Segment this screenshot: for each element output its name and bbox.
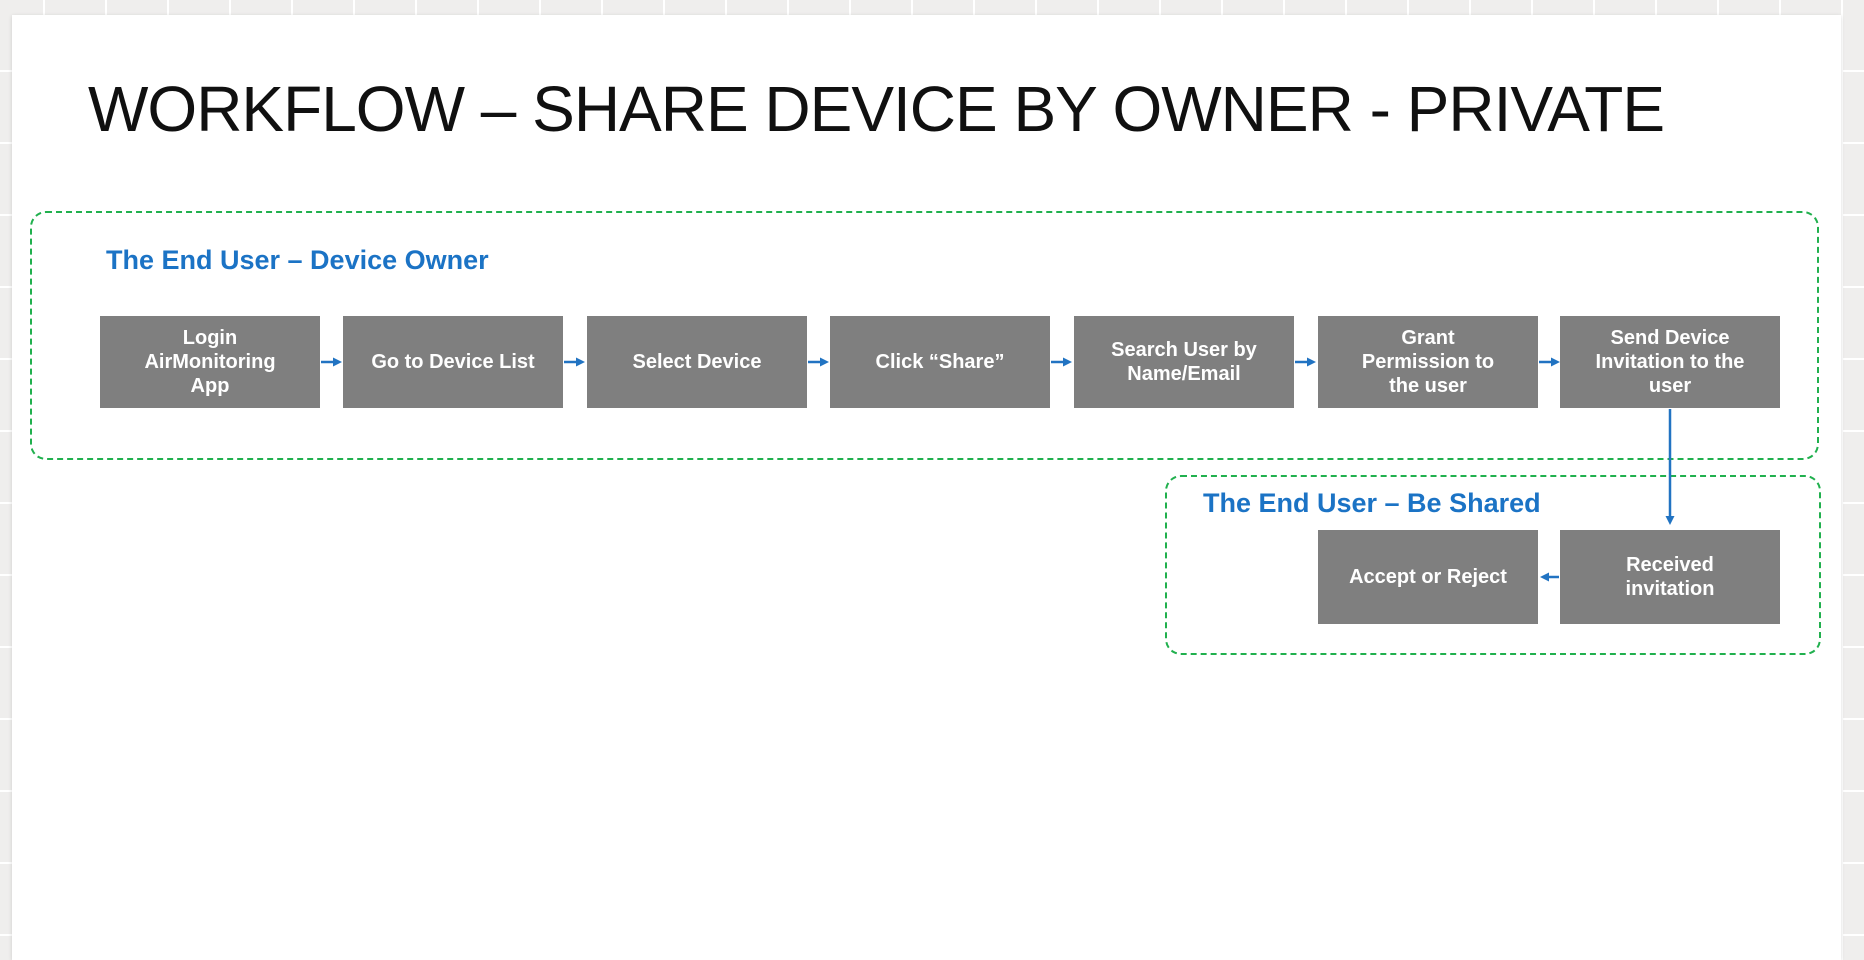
step-received-invitation: Received invitation [1560, 530, 1780, 624]
step-send-invitation: Send Device Invitation to the user [1560, 316, 1780, 408]
step-accept-or-reject: Accept or Reject [1318, 530, 1538, 624]
step-select-device: Select Device [587, 316, 807, 408]
step-grant-permission: Grant Permission to the user [1318, 316, 1538, 408]
group-be-shared-label: The End User – Be Shared [1203, 488, 1541, 518]
slide-title: WORKFLOW – SHARE DEVICE BY OWNER - PRIVA… [88, 73, 1665, 145]
step-search-user: Search User by Name/Email [1074, 316, 1294, 408]
group-device-owner-label: The End User – Device Owner [106, 245, 489, 275]
step-login-airmonitoring-app: Login AirMonitoring App [100, 316, 320, 408]
group-be-shared: The End User – Be Shared [1165, 475, 1821, 655]
step-click-share: Click “Share” [830, 316, 1050, 408]
step-go-to-device-list: Go to Device List [343, 316, 563, 408]
group-device-owner: The End User – Device Owner [30, 211, 1819, 460]
presentation-slide: WORKFLOW – SHARE DEVICE BY OWNER - PRIVA… [12, 15, 1841, 960]
